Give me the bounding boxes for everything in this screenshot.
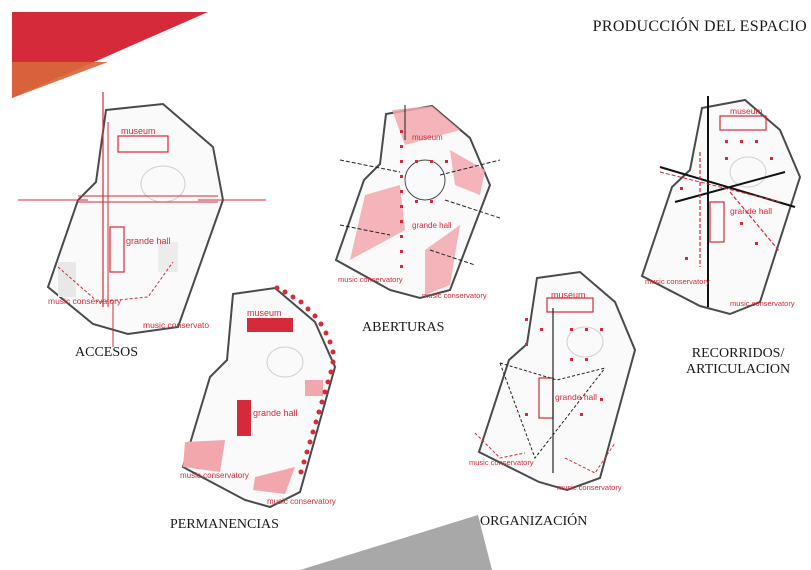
conservatory-label-2: music conservato	[143, 320, 209, 330]
permanencias-diagram: museum grande hall music conservatory mu…	[180, 285, 337, 509]
recorridos-diagram: museum grande hall music conservatory mu…	[640, 96, 802, 316]
museum-label: museum	[247, 308, 282, 318]
page-title: PRODUCCIÓN DEL ESPACIO	[592, 18, 807, 35]
conservatory-label-2: music conservatory	[557, 483, 622, 492]
recorridos-label: RECORRIDOS/ ARTICULACION	[686, 346, 790, 378]
hall-label: grande hall	[126, 236, 171, 246]
permanencias-label: PERMANENCIAS	[170, 517, 279, 532]
orange-banner-shape	[12, 62, 108, 98]
site-outline	[46, 102, 225, 336]
conservatory-label-2: music conservatory	[422, 291, 487, 300]
conservatory-label-2: music conservatory	[267, 497, 336, 506]
aberturas-label: ABERTURAS	[362, 320, 445, 335]
conservatory-label-1: music conservatory	[469, 458, 534, 467]
accesos-diagram: museum grande hall music conservatory mu…	[18, 92, 266, 347]
conservatory-label-2: music conservatory	[730, 299, 795, 308]
museum-label: museum	[121, 126, 156, 136]
museum-label: museum	[551, 290, 586, 300]
aberturas-diagram: museum grande hall music conservatory mu…	[334, 104, 501, 300]
hall-label: grande hall	[555, 392, 597, 402]
conservatory-label-1: music conservatory	[180, 471, 249, 480]
conservatory-label-1: music conservatory	[338, 275, 403, 284]
accesos-label: ACCESOS	[75, 345, 139, 360]
museum-label: museum	[730, 106, 763, 116]
recorridos-label-line2: ARTICULACION	[686, 362, 791, 377]
organizacion-diagram: museum grande hall music conservatory mu…	[469, 270, 637, 492]
hall-label: grande hall	[253, 408, 298, 418]
site-outline	[640, 98, 802, 316]
recorridos-label-line1: RECORRIDOS/	[691, 346, 785, 361]
site-outline	[477, 270, 637, 492]
museum-label: museum	[412, 133, 443, 142]
organizacion-label: ORGANIZACIÓN	[480, 514, 588, 529]
gray-wedge-shape	[300, 515, 492, 570]
hall-label: grande hall	[412, 221, 452, 230]
conservatory-label-1: music conservatory	[48, 296, 122, 306]
conservatory-label-1: music conservatory	[645, 277, 710, 286]
hall-label: grande hall	[730, 206, 772, 216]
